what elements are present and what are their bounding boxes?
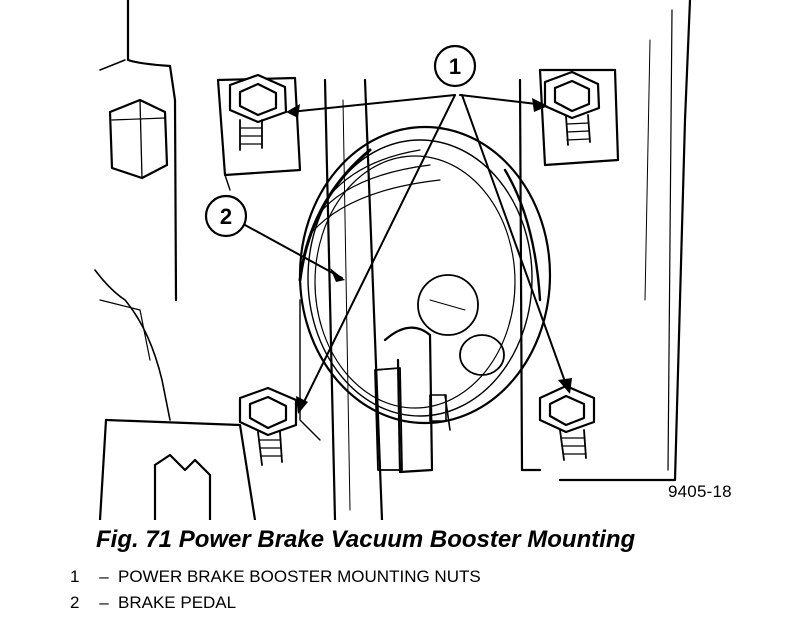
upper-left-bracket <box>216 76 302 191</box>
legend-dash: – <box>99 593 109 612</box>
hex-nut-left-edge <box>108 98 169 180</box>
figure-id: 9405-18 <box>668 482 732 501</box>
legend-item-1-number: 1 <box>70 567 80 586</box>
arrowhead-upper-right <box>532 98 548 112</box>
legend: 1–POWER BRAKE BOOSTER MOUNTING NUTS 2–BR… <box>70 564 481 616</box>
pedal-bracket <box>98 418 257 520</box>
callout-2-number: 2 <box>220 204 232 229</box>
figure-caption: Fig. 71 Power Brake Vacuum Booster Mount… <box>96 526 636 553</box>
callout-2-leader <box>244 224 343 279</box>
booster-mounting-illustration: 1 2 <box>94 0 692 520</box>
brake-pedal-arm <box>323 78 384 520</box>
legend-item-1-label: POWER BRAKE BOOSTER MOUNTING NUTS <box>118 567 481 586</box>
mounting-nut-lower-right <box>538 384 596 461</box>
mounting-nut-lower-left <box>238 386 298 466</box>
arrowhead-lower-left <box>296 396 308 414</box>
legend-item-2-label: BRAKE PEDAL <box>118 593 237 612</box>
legend-item-2-number: 2 <box>70 593 80 612</box>
vacuum-booster <box>298 125 552 431</box>
callout-1-number: 1 <box>449 54 461 79</box>
callout-1: 1 <box>433 44 477 88</box>
upper-right-bracket <box>538 68 620 167</box>
dash-panel <box>94 0 692 482</box>
mounting-nut-upper-right <box>543 70 601 146</box>
arrowhead-pedal <box>330 268 345 282</box>
legend-item-2: 2–BRAKE PEDAL <box>70 590 481 616</box>
callout-1-leaders <box>289 94 569 411</box>
legend-dash: – <box>99 567 109 586</box>
push-rod <box>374 326 447 474</box>
legend-item-1: 1–POWER BRAKE BOOSTER MOUNTING NUTS <box>70 564 481 590</box>
callout-2: 2 <box>204 194 248 238</box>
mounting-nut-upper-left <box>228 73 288 151</box>
arrowhead-lower-right <box>558 378 572 394</box>
arrowhead-upper-left <box>286 104 300 118</box>
